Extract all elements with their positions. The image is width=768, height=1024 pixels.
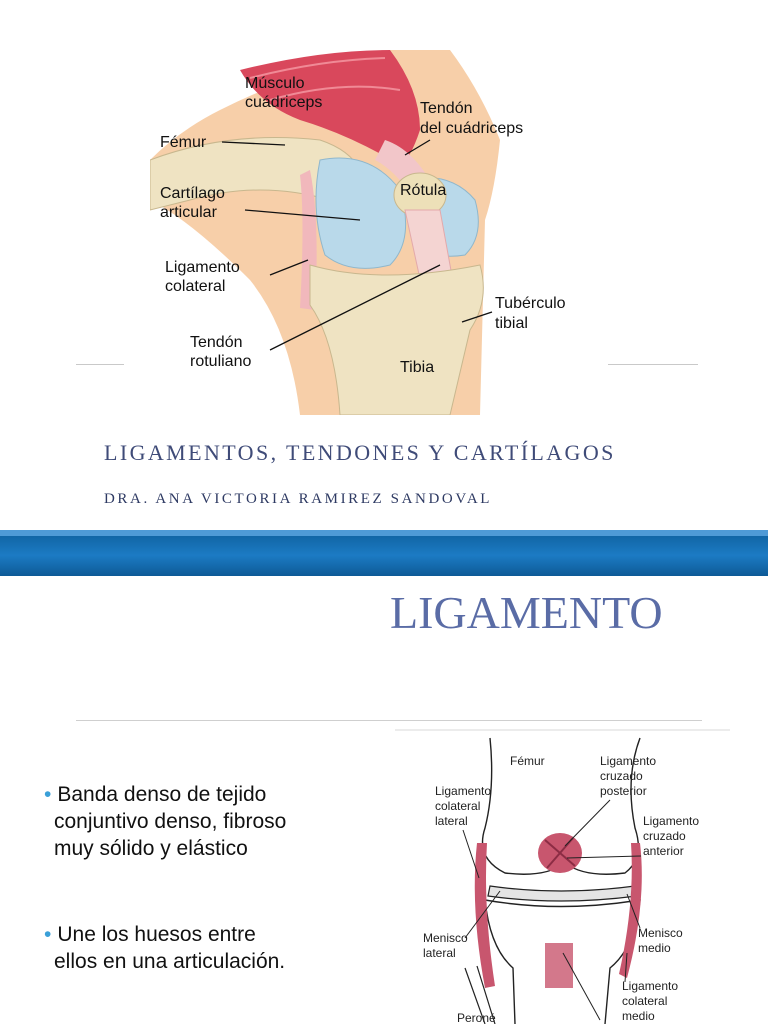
label-musculo-2: cuádriceps xyxy=(245,94,322,111)
author-name: DRA. ANA VICTORIA RAMIREZ SANDOVAL xyxy=(104,491,493,507)
label-ligamento: Ligamento xyxy=(165,259,240,276)
bullet-1-line-2: conjuntivo denso, fibroso xyxy=(54,810,287,833)
label-lca-2: cruzado xyxy=(643,829,686,843)
knee-ligaments-diagram: Fémur Ligamento cruzado posterior Ligame… xyxy=(395,729,730,1024)
label-musculo: Músculo xyxy=(245,75,305,92)
bullet-1-line-1: Banda denso de tejido xyxy=(57,783,267,806)
title-slide: Músculo cuádriceps Fémur Tendón del cuád… xyxy=(76,50,698,507)
slide2-title: LIGAMENTO xyxy=(390,587,663,638)
bullet-2: •Une los huesos entre ellos en una artic… xyxy=(44,921,360,975)
label-lcl-3: lateral xyxy=(435,814,468,828)
label-lcl-2: colateral xyxy=(435,799,480,813)
slide-separator-highlight xyxy=(0,530,768,536)
label-tendon-rotuliano: Tendón xyxy=(190,334,243,351)
label-tuberculo-2: tibial xyxy=(495,315,528,332)
label-lcm-3: medio xyxy=(622,1009,655,1023)
label-cartilago: Cartílago xyxy=(160,185,225,202)
label-lcm-2: colateral xyxy=(622,994,667,1008)
slide-separator-band xyxy=(0,530,768,576)
bullet-2-line-2: ellos en una articulación. xyxy=(54,950,286,973)
label-lcp-3: posterior xyxy=(600,784,647,798)
bullet-dot-icon: • xyxy=(44,923,52,946)
slide-title: LIGAMENTOS, TENDONES Y CARTÍLAGOS xyxy=(104,440,616,465)
label-lca: Ligamento xyxy=(643,814,699,828)
label-tendon-cuadriceps: Tendón xyxy=(420,100,473,117)
divider-right xyxy=(608,364,698,365)
content-slide: LIGAMENTO •Banda denso de tejido conjunt… xyxy=(0,576,768,1024)
label-lcl: Ligamento xyxy=(435,784,491,798)
label-rotula: Rótula xyxy=(400,182,446,199)
label-menisco-lateral-2: lateral xyxy=(423,946,456,960)
label-tibia: Tibia xyxy=(400,359,434,376)
label-tuberculo: Tubérculo xyxy=(495,295,566,312)
label-tendon-rotuliano-2: rotuliano xyxy=(190,353,251,370)
label-lcp-2: cruzado xyxy=(600,769,643,783)
label-lca-3: anterior xyxy=(643,844,684,858)
label-ligamento-2: colateral xyxy=(165,278,225,295)
bullet-dot-icon: • xyxy=(44,783,52,806)
label-menisco-medio: Menisco xyxy=(638,926,683,940)
divider-left xyxy=(76,364,124,365)
title-divider xyxy=(76,720,702,721)
bullet-2-line-1: Une los huesos entre xyxy=(57,923,256,946)
label-cartilago-2: articular xyxy=(160,204,218,221)
bullet-1: •Banda denso de tejido conjuntivo denso,… xyxy=(44,781,360,862)
label-menisco-medio-2: medio xyxy=(638,941,671,955)
bullet-1-line-3: muy sólido y elástico xyxy=(54,837,248,860)
label-menisco-lateral: Menisco xyxy=(423,931,468,945)
knee-anatomy-illustration: Músculo cuádriceps Fémur Tendón del cuád… xyxy=(150,50,566,415)
label-femur: Fémur xyxy=(160,134,207,151)
label-lcp: Ligamento xyxy=(600,754,656,768)
label-perone: Peroné xyxy=(457,1011,496,1024)
label-lcm: Ligamento xyxy=(622,979,678,993)
label-tendon-cuadriceps-2: del cuádriceps xyxy=(420,120,523,137)
label-femur: Fémur xyxy=(510,754,545,768)
